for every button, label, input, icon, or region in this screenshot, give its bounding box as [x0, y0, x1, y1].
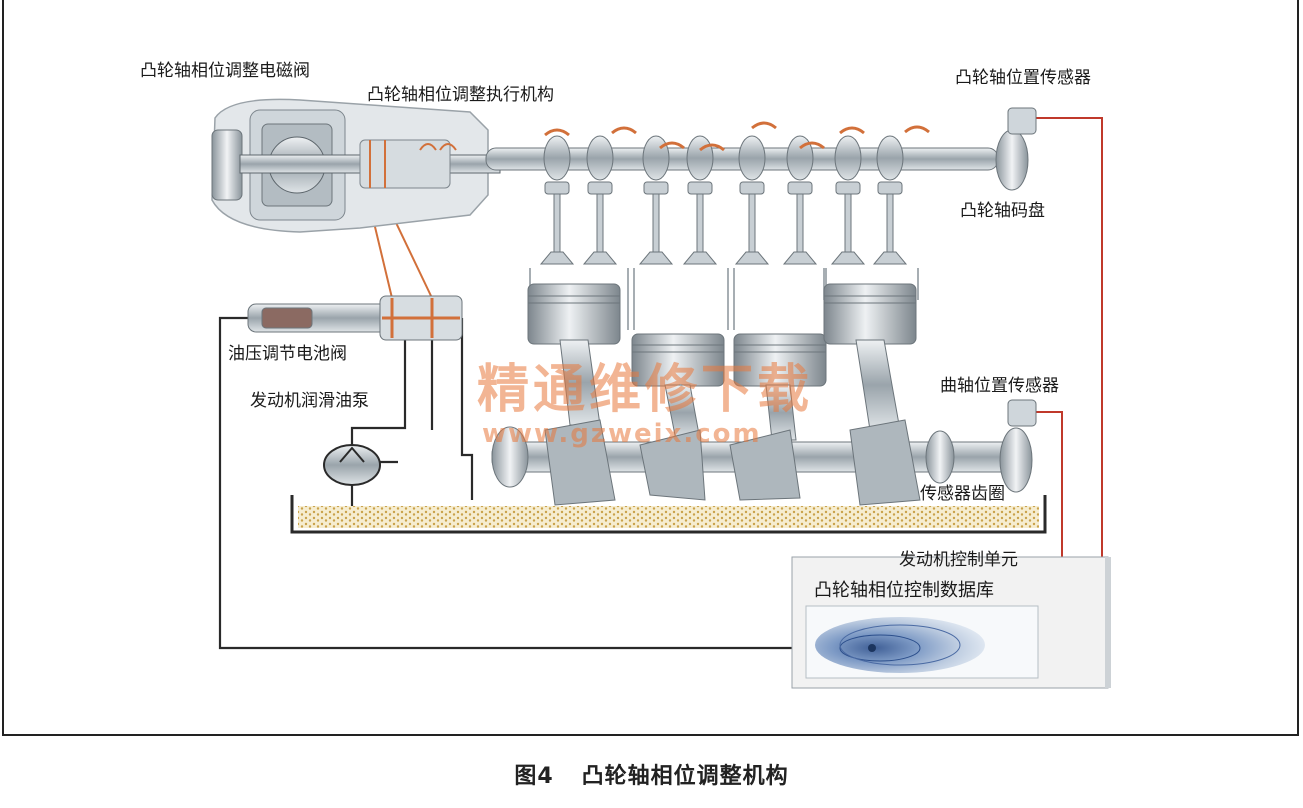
connecting-rods [559, 339, 901, 441]
label-cam-position-sensor: 凸轮轴位置传感器 [955, 68, 1091, 88]
valves [539, 181, 908, 265]
cam-position-sensor [1007, 107, 1037, 135]
label-crank-position-sensor: 曲轴位置传感器 [940, 376, 1059, 396]
figure-number: 图4 [514, 764, 554, 789]
cylinder-walls [529, 268, 919, 330]
watermark-text: 精通维修下载 [477, 359, 814, 420]
crankshaft [491, 419, 1021, 506]
label-oil-pump: 发动机润滑油泵 [250, 391, 369, 411]
pistons [527, 283, 917, 387]
label-solenoid-valve: 凸轮轴相位调整电磁阀 [140, 61, 310, 81]
cam-lobes [543, 135, 904, 181]
label-sensor-ring: 传感器齿圈 [920, 484, 1005, 504]
label-ecu: 发动机控制单元 [899, 550, 1018, 570]
figure-caption: 图4 凸轮轴相位调整机构 [0, 766, 1303, 788]
database-map [805, 605, 1039, 679]
crank-sensor-ring [999, 427, 1033, 493]
solenoid-actuator-assembly [211, 98, 501, 233]
label-cam-target-wheel: 凸轮轴码盘 [960, 201, 1045, 221]
watermark-url: www.gzweix.com [482, 419, 762, 449]
cam-target-wheel [995, 129, 1029, 191]
oil-pump [323, 444, 381, 486]
mechanism-diagram [211, 98, 1111, 689]
oil-pressure-valve [247, 295, 463, 341]
label-oil-pressure-valve: 油压调节电池阀 [228, 344, 347, 364]
cam-rotation-arrows [544, 121, 930, 152]
figure-title: 凸轮轴相位调整机构 [581, 764, 789, 789]
label-database: 凸轮轴相位控制数据库 [814, 580, 994, 601]
crank-position-sensor [1007, 399, 1037, 427]
figure-frame: 凸轮轴相位调整电磁阀 凸轮轴相位调整执行机构 凸轮轴位置传感器 凸轮轴码盘 油压… [2, 0, 1299, 736]
label-actuator: 凸轮轴相位调整执行机构 [367, 85, 554, 105]
oil-sump [290, 495, 1047, 534]
frame-border [2, 0, 1299, 736]
